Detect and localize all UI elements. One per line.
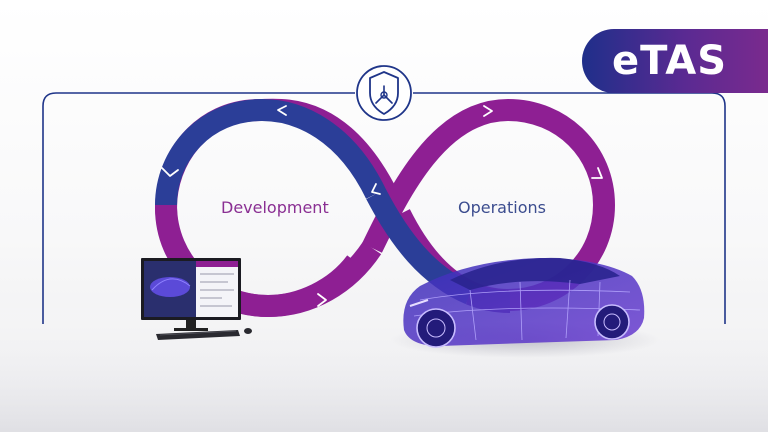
shield-icon xyxy=(356,65,412,121)
loop-arrow xyxy=(277,105,287,116)
mouse-icon xyxy=(244,328,252,334)
floor xyxy=(0,300,768,432)
loop-arrow xyxy=(317,293,327,307)
monitor-icon xyxy=(141,258,241,331)
brand-logo-badge xyxy=(582,29,768,93)
frame-outline xyxy=(42,92,726,324)
loop-left-bottom xyxy=(155,204,382,318)
brand-logo: eTAS xyxy=(612,38,728,84)
loop-arrow xyxy=(161,167,179,177)
keyboard-icon xyxy=(156,330,240,340)
loop-left-upper xyxy=(155,98,386,206)
operations-label: Operations xyxy=(458,198,546,217)
development-label: Development xyxy=(221,198,329,217)
car-icon xyxy=(390,257,660,358)
loop-arrow xyxy=(483,105,493,117)
loop-arrow xyxy=(371,183,381,195)
loop-arrow xyxy=(591,167,603,179)
